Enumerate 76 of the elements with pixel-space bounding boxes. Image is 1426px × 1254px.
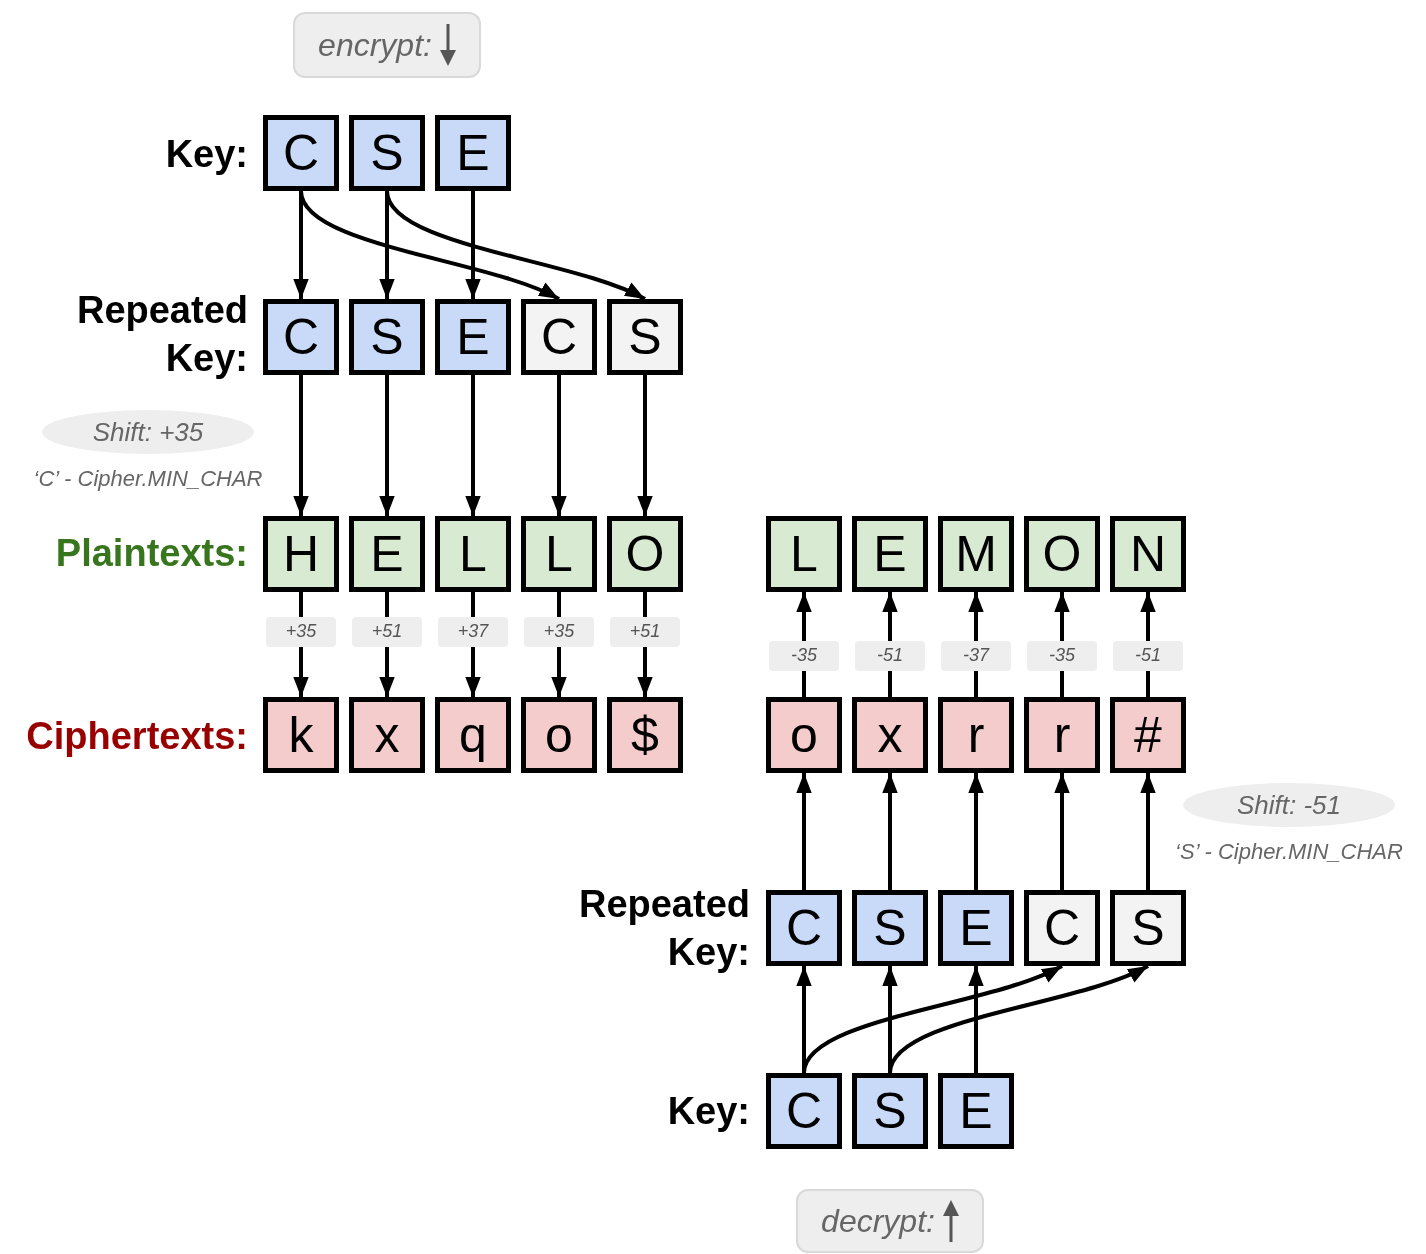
ciphertext-letter-box: x <box>852 697 928 773</box>
arrow <box>888 964 1149 1074</box>
edge-label: -37 <box>941 640 1011 671</box>
repeated-key-letter-box: C <box>1024 890 1100 966</box>
repeated-key-letter-box: S <box>852 890 928 966</box>
key-letter-box: S <box>349 115 425 191</box>
shift-text: Shift: +35 <box>92 415 204 449</box>
arrow <box>796 773 812 890</box>
ciphertext-letter-box: k <box>263 697 339 773</box>
row-label: Key: <box>667 1089 750 1134</box>
edge-label: -51 <box>1113 640 1183 671</box>
plaintext-letter-box: E <box>349 516 425 592</box>
mode-tag <box>293 12 481 78</box>
formula-note: ‘C’ - Cipher.MIN_CHAR <box>33 465 263 493</box>
arrow <box>968 773 984 890</box>
plaintext-letter-box: L <box>435 516 511 592</box>
key-letter-box: C <box>766 1073 842 1149</box>
edge-label: +51 <box>610 616 680 647</box>
arrow <box>1054 773 1070 890</box>
repeated-key-letter-box: S <box>607 299 683 375</box>
plaintext-letter-box: O <box>607 516 683 592</box>
key-letter-box: E <box>435 115 511 191</box>
edge-label: -51 <box>855 640 925 671</box>
row-label: Repeated Key: <box>75 288 248 381</box>
row-label: Ciphertexts: <box>26 714 248 759</box>
arrow <box>637 375 653 516</box>
arrow <box>1140 773 1156 890</box>
edge-label: +51 <box>352 616 422 647</box>
ciphertext-letter-box: q <box>435 697 511 773</box>
arrow <box>882 773 898 890</box>
repeated-key-letter-box: S <box>349 299 425 375</box>
arrow <box>299 190 560 301</box>
arrow <box>379 375 395 516</box>
mode-text: decrypt: <box>821 1202 935 1241</box>
edge-label: -35 <box>1027 640 1097 671</box>
row-label: Repeated Key: <box>577 882 750 975</box>
plaintext-letter-box: N <box>1110 516 1186 592</box>
ciphertext-letter-box: r <box>938 697 1014 773</box>
arrow <box>551 375 567 516</box>
edge-label: +35 <box>524 616 594 647</box>
repeated-key-letter-box: S <box>1110 890 1186 966</box>
row-label: Plaintexts: <box>55 531 248 576</box>
repeated-key-letter-box: C <box>521 299 597 375</box>
plaintext-letter-box: L <box>766 516 842 592</box>
row-label: Key: <box>165 132 248 177</box>
repeated-key-letter-box: C <box>766 890 842 966</box>
arrow <box>802 964 1063 1074</box>
ciphertext-letter-box: o <box>521 697 597 773</box>
plaintext-letter-box: O <box>1024 516 1100 592</box>
ciphertext-letter-box: x <box>349 697 425 773</box>
plaintext-letter-box: L <box>521 516 597 592</box>
plaintext-letter-box: M <box>938 516 1014 592</box>
repeated-key-letter-box: C <box>263 299 339 375</box>
key-letter-box: C <box>263 115 339 191</box>
repeated-key-letter-box: E <box>938 890 1014 966</box>
repeated-key-letter-box: E <box>435 299 511 375</box>
arrow <box>465 375 481 516</box>
formula-note: ‘S’ - Cipher.MIN_CHAR <box>1175 838 1403 866</box>
arrow <box>968 966 984 1073</box>
arrow <box>385 190 646 301</box>
arrow <box>465 191 481 299</box>
edge-label: +37 <box>438 616 508 647</box>
key-letter-box: E <box>938 1073 1014 1149</box>
mode-text: encrypt: <box>318 26 432 65</box>
mode-tag <box>796 1189 984 1253</box>
ciphertext-letter-box: $ <box>607 697 683 773</box>
ciphertext-letter-box: o <box>766 697 842 773</box>
ciphertext-letter-box: # <box>1110 697 1186 773</box>
plaintext-letter-box: H <box>263 516 339 592</box>
edge-label: -35 <box>769 640 839 671</box>
key-letter-box: S <box>852 1073 928 1149</box>
plaintext-letter-box: E <box>852 516 928 592</box>
ciphertext-letter-box: r <box>1024 697 1100 773</box>
shift-text: Shift: -51 <box>1236 788 1342 822</box>
edge-label: +35 <box>266 616 336 647</box>
arrow <box>293 375 309 516</box>
